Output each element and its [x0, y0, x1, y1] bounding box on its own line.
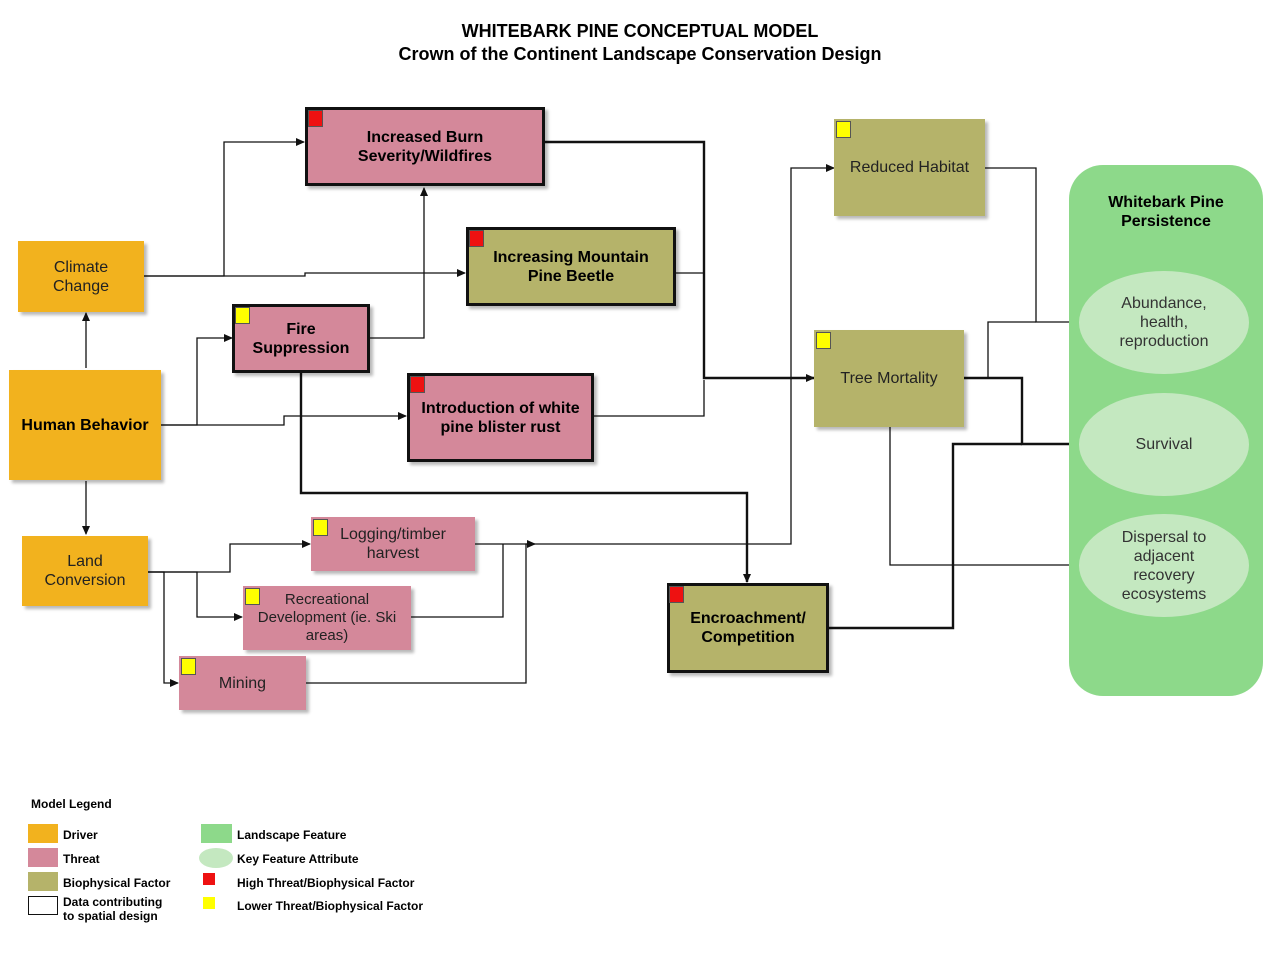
fire-suppression-label: Fire Suppression — [252, 320, 350, 357]
edge-logging-to-habitat — [475, 164, 835, 545]
reduced-habitat-label: Reduced Habitat — [849, 159, 970, 176]
recreational-box: Recreational Development (ie. Ski areas) — [243, 586, 411, 650]
blister-rust-box: Introduction of white pine blister rust — [407, 373, 594, 462]
legend-swatch-driver — [28, 824, 58, 843]
recreational-label: Recreational Development (ie. Ski areas) — [257, 591, 397, 644]
fire-suppression-box: Fire Suppression — [232, 304, 370, 373]
legend-swatch-high — [203, 873, 215, 885]
climate-change-box: Climate Change — [18, 241, 144, 312]
logging-box: Logging/timber harvest — [311, 517, 475, 571]
edge-mining-to-bus — [306, 540, 536, 684]
edge-firesup-to-burn — [369, 187, 428, 339]
edge-encroachment-to-survival — [829, 442, 1022, 630]
edge-burn-to-mortality — [545, 140, 815, 382]
reduced-habitat-box: Reduced Habitat — [834, 119, 985, 216]
whitebark-persistence-title: Whitebark Pine Persistence — [1108, 194, 1224, 230]
edge-mortality-to-dispersal — [889, 427, 1081, 569]
high-threat-flag — [410, 376, 425, 393]
edge-recreation-to-bus — [411, 544, 504, 618]
legend-swatch-biophysical — [28, 872, 58, 891]
climate-change-label: Climate Change — [52, 258, 110, 295]
high-threat-flag — [669, 586, 684, 603]
legend-title: Model Legend — [31, 797, 112, 811]
blister-rust-label: Introduction of white pine blister rust — [421, 399, 580, 436]
edge-human-to-firesup — [161, 334, 233, 426]
mountain-pine-beetle-box: Increasing Mountain Pine Beetle — [466, 227, 676, 306]
attribute-dispersal: Dispersal to adjacent recovery ecosystem… — [1079, 514, 1249, 617]
legend-label-threat: Threat — [63, 852, 100, 866]
attribute-abundance: Abundance, health, reproduction — [1079, 271, 1249, 374]
high-threat-flag — [308, 110, 323, 127]
encroachment-box: Encroachment/ Competition — [667, 583, 829, 673]
tree-mortality-label: Tree Mortality — [840, 370, 938, 387]
lower-threat-flag — [235, 307, 250, 324]
edge-land-to-logging — [148, 540, 311, 573]
land-conversion-label: Land Conversion — [44, 553, 126, 589]
lower-threat-flag — [181, 658, 196, 675]
legend-label-landscape: Landscape Feature — [237, 828, 347, 842]
legend-swatch-low — [203, 897, 215, 909]
legend-label-low: Lower Threat/Biophysical Factor — [237, 899, 424, 913]
legend-swatch-threat — [28, 848, 58, 867]
edge-land-to-mining — [148, 571, 179, 687]
legend-swatch-data-contributing — [28, 896, 58, 915]
edge-mortality-to-abundance — [964, 321, 1036, 379]
human-behavior-box: Human Behavior — [9, 370, 161, 480]
logging-label: Logging/timber harvest — [340, 526, 446, 562]
mining-box: Mining — [179, 656, 306, 710]
legend-swatch-attribute — [199, 848, 233, 868]
attribute-survival-label: Survival — [1135, 436, 1193, 453]
edge-firesup-to-encroachment — [299, 372, 751, 583]
diagram-subtitle: Crown of the Continent Landscape Conserv… — [398, 44, 882, 64]
increased-burn-box: Increased Burn Severity/Wildfires — [305, 107, 545, 186]
legend-label-biophysical: Biophysical Factor — [63, 876, 171, 890]
edge-climate-to-burn — [144, 138, 305, 277]
lower-threat-flag — [313, 519, 328, 536]
encroachment-label: Encroachment/ Competition — [690, 610, 806, 646]
lower-threat-flag — [836, 121, 851, 138]
edge-mortality-to-survival — [964, 376, 1081, 448]
diagram-title: WHITEBARK PINE CONCEPTUAL MODEL — [461, 21, 819, 41]
attribute-survival: Survival — [1079, 393, 1249, 496]
edge-climate-to-beetle — [144, 269, 466, 277]
attribute-abundance-label: Abundance, health, reproduction — [1119, 295, 1209, 350]
edge-human-to-rust — [161, 412, 407, 426]
legend-label-attribute: Key Feature Attribute — [237, 852, 359, 866]
edge-habitat-to-abundance — [985, 167, 1081, 326]
legend-label-data-contributing: Data contributing to spatial design — [63, 895, 163, 923]
mining-label: Mining — [218, 674, 267, 692]
legend-swatch-landscape — [201, 824, 232, 843]
increased-burn-label: Increased Burn Severity/Wildfires — [357, 128, 493, 165]
high-threat-flag — [469, 230, 484, 247]
edge-rust-to-bus — [594, 380, 705, 417]
human-behavior-label: Human Behavior — [21, 416, 149, 434]
legend-label-driver: Driver — [63, 828, 98, 842]
attribute-dispersal-label: Dispersal to adjacent recovery ecosystem… — [1121, 528, 1207, 603]
edge-land-to-recreation — [148, 571, 243, 621]
tree-mortality-box: Tree Mortality — [814, 330, 964, 427]
land-conversion-box: Land Conversion — [22, 536, 148, 606]
mountain-pine-beetle-label: Increasing Mountain Pine Beetle — [493, 248, 649, 285]
legend-label-high: High Threat/Biophysical Factor — [237, 876, 415, 890]
lower-threat-flag — [245, 588, 260, 605]
lower-threat-flag — [816, 332, 831, 349]
